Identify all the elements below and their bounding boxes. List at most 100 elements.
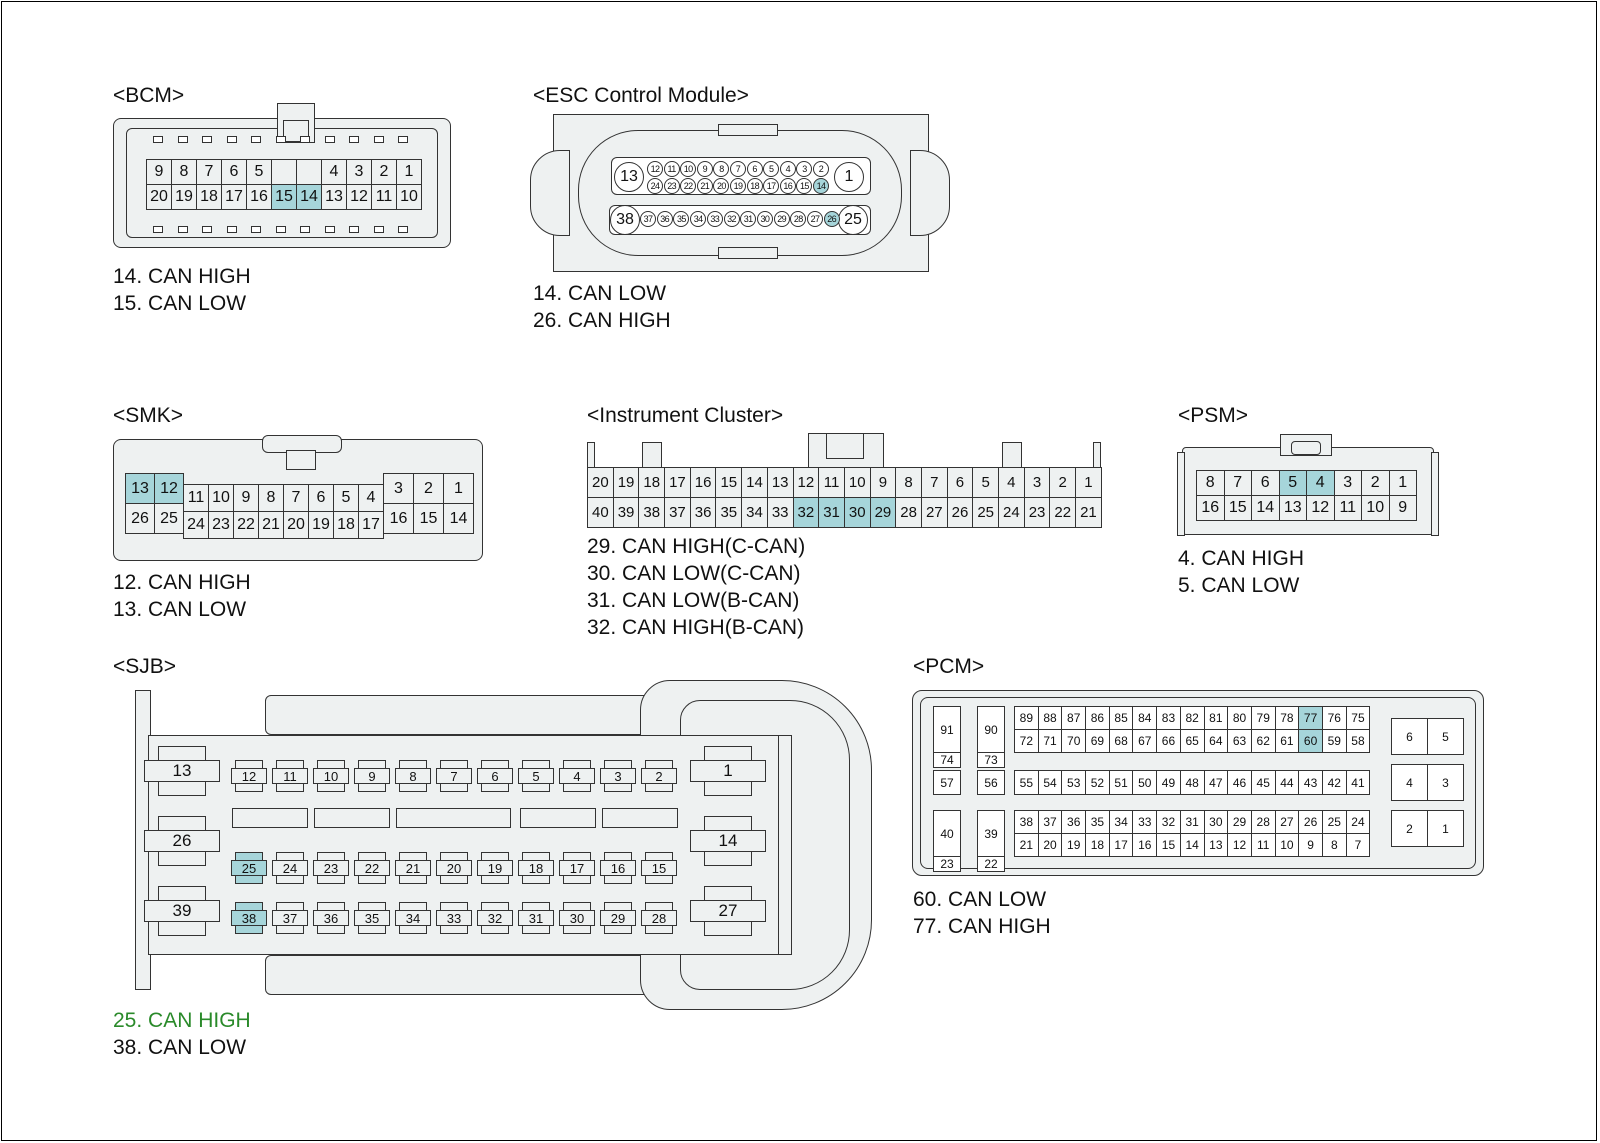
smk-pin: 20 (284, 512, 309, 539)
cluster-pin: 18 (639, 468, 666, 498)
sjb-pin: 33 (436, 898, 472, 938)
pcm-pin: 53 (1062, 771, 1087, 795)
sjb-pin: 16 (600, 848, 636, 888)
psm-pin: 2 (1362, 471, 1390, 496)
sjb-pin-shape (231, 910, 267, 926)
sjb-pin: 22 (354, 848, 390, 888)
sjb-pin-shape (559, 860, 595, 876)
bcm-latch (300, 136, 310, 143)
pcm-pin: 5 (1428, 719, 1464, 755)
cluster-note: 31. CAN LOW(B-CAN) (587, 589, 800, 612)
pcm-pin: 42 (1322, 771, 1347, 795)
sjb-pin-shape (313, 768, 349, 784)
sjb-pin-shape (231, 768, 267, 784)
pcm-pin: 24 (1346, 811, 1371, 834)
cluster-pin: 4 (999, 468, 1025, 498)
smk-pin: 4 (359, 485, 384, 512)
smk-pin: 26 (126, 504, 155, 534)
esc-pin-large: 13 (614, 162, 644, 192)
bcm-latch (349, 136, 359, 143)
pcm-pin: 63 (1228, 730, 1252, 753)
bcm-latch (202, 136, 212, 143)
pcm-pin: 59 (1322, 730, 1347, 753)
sjb-pin-label: 20 (446, 860, 462, 876)
esc-pin: 23 (663, 178, 680, 194)
pcm-title: <PCM> (913, 655, 985, 678)
pcm-pin: 54 (1038, 771, 1063, 795)
esc-pin: 9 (696, 161, 713, 177)
bcm-pin: 15 (272, 185, 297, 210)
bcm-latch (275, 226, 286, 233)
smk-pin: 14 (444, 504, 474, 534)
sjb-pin-shape (518, 768, 554, 784)
sjb-cavity-label: 13 (172, 761, 192, 780)
cluster-notes: 29. CAN HIGH(C-CAN) 30. CAN LOW(C-CAN) 3… (587, 533, 805, 641)
pcm-pin: 17 (1109, 834, 1134, 857)
sjb-pin-label: 17 (569, 860, 585, 876)
sjb-pin: 11 (272, 756, 308, 796)
smk-pin: 16 (384, 504, 414, 534)
esc-pin: 30 (756, 211, 773, 227)
sjb-pin: 15 (641, 848, 677, 888)
pcm-pin: 29 (1228, 811, 1252, 834)
pcm-pin: 25 (1322, 811, 1347, 834)
cluster-pin: 21 (1076, 498, 1102, 528)
bcm-latch (324, 136, 335, 143)
pcm-pin: 67 (1133, 730, 1158, 753)
smk-pin: 5 (334, 485, 359, 512)
psm-pin: 6 (1252, 471, 1280, 496)
esc-pin-large: 25 (838, 205, 868, 235)
sjb-cavity-label: 1 (723, 761, 733, 780)
sjb-pin: 32 (477, 898, 513, 938)
sjb-cavity-label: 26 (172, 831, 192, 850)
sjb-pin-shape (559, 768, 595, 784)
sjb-pin-label: 37 (282, 910, 298, 926)
sjb-pin-shape (641, 768, 677, 784)
pcm-pin: 19 (1062, 834, 1087, 857)
pcm-pin: 33 (1133, 811, 1158, 834)
cluster-pin: 29 (870, 498, 897, 528)
bcm-latch (177, 226, 188, 233)
sjb-pin-label: 34 (405, 910, 421, 926)
cluster-title: <Instrument Cluster> (587, 404, 784, 427)
esc-pin: 19 (730, 178, 746, 194)
smk-pin: 3 (384, 474, 414, 504)
esc-pin: 28 (790, 211, 807, 227)
bcm-pin: 5 (247, 160, 272, 185)
sjb-cavity: 39 (144, 886, 220, 936)
esc-pin: 37 (640, 211, 656, 227)
sjb-pin-shape (231, 860, 267, 876)
sjb-cavity-shape (144, 830, 220, 852)
sjb-pin-shape (354, 768, 390, 784)
sjb-pin-shape (354, 910, 390, 926)
pcm-pin: 36 (1062, 811, 1087, 834)
pcm-pin: 26 (1299, 811, 1323, 834)
sjb-cavity: 26 (144, 816, 220, 866)
sjb-pin-label: 18 (528, 860, 544, 876)
smk-pin: 8 (259, 485, 284, 512)
esc-pin: 20 (713, 178, 730, 194)
pcm-pin: 35 (1086, 811, 1110, 834)
cluster-pin: 38 (639, 498, 666, 528)
sjb-pin-shape (395, 768, 431, 784)
sjb-pin-shape (436, 768, 472, 784)
smk-note: 12. CAN HIGH (113, 571, 251, 594)
bcm-latch (153, 136, 163, 143)
bcm-pin: 2 (372, 160, 397, 185)
psm-pin: 3 (1334, 471, 1362, 496)
bcm-pin: 1 (397, 160, 422, 185)
smk-pin: 7 (284, 485, 309, 512)
esc-pin: 8 (713, 161, 730, 177)
bcm-latch (275, 136, 286, 143)
pcm-pin: 55 (1015, 771, 1039, 795)
sjb-pin-shape (518, 910, 554, 926)
bcm-latch (226, 226, 237, 233)
sjb-pin: 9 (354, 756, 390, 796)
smk-pin: 22 (234, 512, 259, 539)
cluster-pin: 40 (588, 498, 614, 528)
